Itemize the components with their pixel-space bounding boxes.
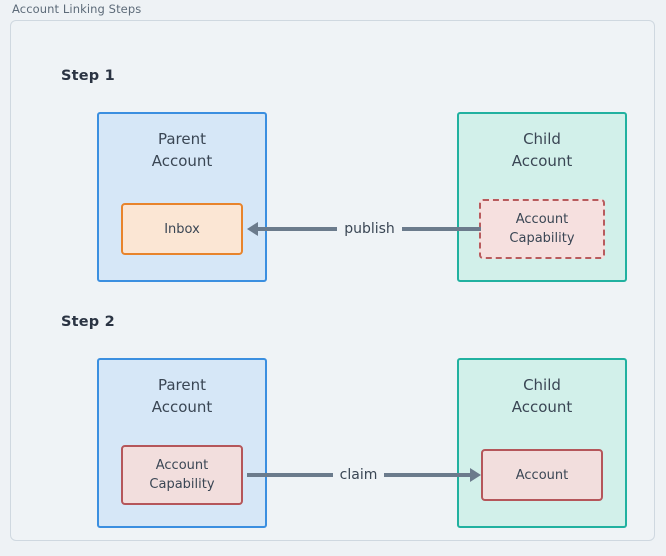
step-2-parent-account-title: Parent Account: [151, 376, 213, 416]
step-1-parent-account-box: Parent Account: [97, 112, 267, 282]
step-2-account-capability-box: Account Capability: [121, 445, 243, 505]
step-2-child-account-title: Child Account: [511, 376, 573, 416]
step-2-child-account-box: Child Account: [457, 358, 627, 528]
arrow-line-segment: [258, 227, 338, 231]
arrow-head-left-icon: [247, 222, 258, 236]
step-1-account-capability-box: Account Capability: [479, 199, 605, 259]
diagram-frame: Step 1 Parent Account Inbox Child Accoun…: [10, 20, 655, 541]
arrow-head-right-icon: [470, 468, 482, 482]
step-2-claim-arrow: claim: [247, 463, 482, 487]
step-2-label: Step 2: [61, 314, 115, 330]
arrow-line-segment: [247, 473, 333, 477]
step-1-arrow-label: publish: [344, 221, 395, 237]
step-2-account-box: Account: [481, 449, 603, 501]
step-1-label: Step 1: [61, 68, 115, 84]
arrow-line-segment: [401, 227, 481, 231]
step-1-parent-account-title: Parent Account: [151, 130, 213, 170]
step-1-publish-arrow: publish: [247, 217, 481, 241]
step-2-arrow-label: claim: [339, 467, 378, 483]
diagram-title: Account Linking Steps: [12, 2, 142, 16]
arrow-line-segment: [384, 473, 471, 477]
step-1-child-account-title: Child Account: [511, 130, 573, 170]
step-1-inbox-box: Inbox: [121, 203, 243, 255]
